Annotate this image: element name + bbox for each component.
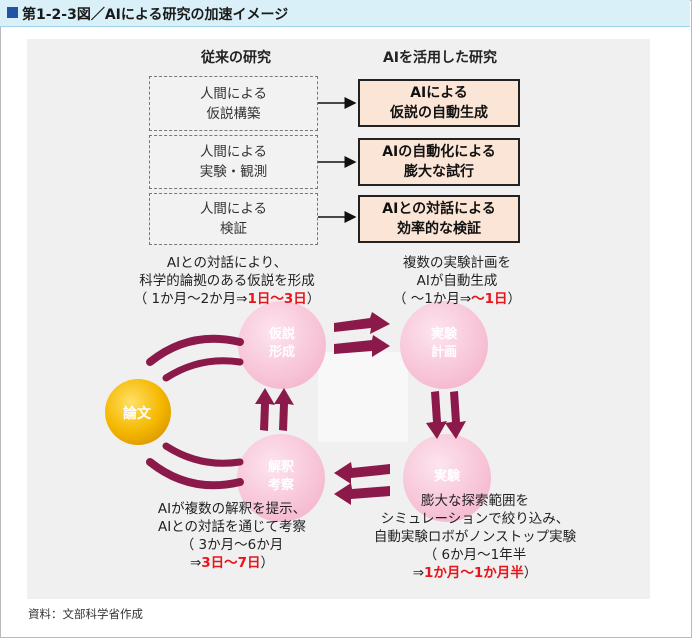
- source-note: 資料：文部科学省作成: [28, 607, 143, 621]
- arrow-left-up: [255, 388, 294, 431]
- annotation-line: AIとの対話により、: [166, 255, 288, 271]
- annotation-line: （ 3か月～6か月: [180, 537, 284, 553]
- old-box-line: 人間による: [199, 85, 268, 102]
- header-square-icon: [7, 7, 18, 18]
- annotation-line: 複数の実験計画を: [403, 255, 511, 271]
- annotation-line: AIが自動生成: [416, 273, 498, 289]
- annotation-line: シミュレーションで絞り込み、: [380, 511, 570, 527]
- old-box-hypothesis: 人間による仮説構築: [149, 76, 318, 131]
- annotation-analysis: AIが複数の解釈を提示、 AIとの対話を通じて考察 （ 3か月～6か月 ⇒3日～…: [132, 500, 332, 572]
- annotation-experiment: 膨大な探索範囲を シミュレーションで絞り込み、 自動実験ロボがノンストップ実験 …: [350, 492, 600, 582]
- annotation-line: （ 6か月～1年半: [423, 547, 527, 563]
- new-box-line: AIとの対話による: [382, 201, 496, 217]
- new-box-line: AIによる: [410, 85, 468, 101]
- ai-research-title: AIを活用した研究: [382, 50, 498, 66]
- old-box-experiment: 人間による実験・観測: [149, 135, 318, 189]
- annotation-hypothesis: AIとの対話により、 科学的論拠のある仮説を形成 （ 1か月～2か月⇒1日～3日…: [112, 254, 342, 308]
- time-before: （ ～1か月⇒: [392, 291, 472, 307]
- time-before: ⇒: [412, 565, 424, 581]
- time-close: ）: [523, 565, 538, 581]
- old-box-line: 検証: [219, 221, 247, 237]
- node-experiment: [403, 434, 491, 522]
- new-box-line: 仮説の自動生成: [390, 105, 488, 121]
- annotation-line: 膨大な探索範囲を: [421, 493, 529, 509]
- time-after: 1日～3日: [247, 291, 307, 307]
- node-analysis: [237, 434, 325, 522]
- arc-upper-outer: [146, 334, 244, 366]
- node-label-line: 仮説: [268, 327, 295, 342]
- old-box-line: 人間による: [199, 201, 268, 217]
- time-close: ）: [260, 555, 275, 571]
- time-close: ）: [306, 291, 321, 307]
- arrow-top-right: [334, 312, 390, 357]
- figure-header: 第1-2-3図／AIによる研究の加速イメージ: [0, 0, 690, 27]
- diagram-panel: [27, 39, 650, 599]
- node-hypothesis-label: 仮説 形成: [262, 326, 302, 362]
- arrow-right-down: [426, 391, 466, 439]
- annotation-line: 自動実験ロボがノンストップ実験: [373, 529, 577, 545]
- old-box-line: 実験・観測: [199, 164, 268, 180]
- old-box-line: 仮説構築: [206, 105, 261, 122]
- time-after: 1か月～1か月半: [424, 565, 524, 581]
- time-after: 3日～7日: [201, 555, 261, 571]
- annotation-line: 科学的論拠のある仮説を形成: [139, 273, 315, 289]
- old-research-title: 従来の研究: [201, 50, 271, 66]
- node-label-line: 解釈: [267, 460, 294, 475]
- annotation-experiment-plan: 複数の実験計画を AIが自動生成 （ ～1か月⇒～1日）: [372, 254, 542, 308]
- time-before: （ 1か月～2か月⇒: [133, 291, 248, 307]
- figure-title: 第1-2-3図／AIによる研究の加速イメージ: [22, 7, 289, 23]
- node-label-line: 考察: [267, 478, 294, 493]
- node-label-line: 実験: [430, 327, 457, 342]
- node-experiment-plan: [400, 301, 488, 389]
- old-box-verification: 人間による検証: [149, 193, 318, 245]
- arc-lower-inner: [162, 442, 244, 467]
- time-after: ～1日: [471, 291, 508, 307]
- time-close: ）: [507, 291, 522, 307]
- arc-upper-inner: [162, 357, 244, 382]
- arc-lower-outer: [146, 458, 244, 490]
- node-paper-label: 論文: [123, 406, 151, 422]
- new-box-experiment: AIの自動化による膨大な試行: [358, 138, 520, 186]
- node-experiment-plan-label: 実験 計画: [424, 326, 464, 362]
- node-paper: [105, 379, 171, 445]
- annotation-line: AIが複数の解釈を提示、: [157, 501, 307, 517]
- node-label-line: 計画: [430, 345, 457, 360]
- old-box-line: 人間による: [199, 144, 268, 160]
- node-analysis-label: 解釈 考察: [261, 459, 301, 495]
- new-box-hypothesis: AIによる仮説の自動生成: [358, 79, 520, 127]
- new-box-line: AIの自動化による: [382, 144, 496, 160]
- node-hypothesis: [238, 301, 326, 389]
- time-before: ⇒: [189, 555, 202, 571]
- new-box-line: 膨大な試行: [404, 164, 474, 180]
- node-label-line: 形成: [268, 345, 295, 360]
- new-box-line: 効率的な検証: [396, 221, 481, 237]
- node-experiment-label: 実験: [433, 469, 460, 484]
- arrow-bottom-left: [334, 462, 390, 505]
- annotation-line: AIとの対話を通じて考察: [157, 519, 307, 535]
- new-box-verification: AIとの対話による効率的な検証: [358, 195, 520, 243]
